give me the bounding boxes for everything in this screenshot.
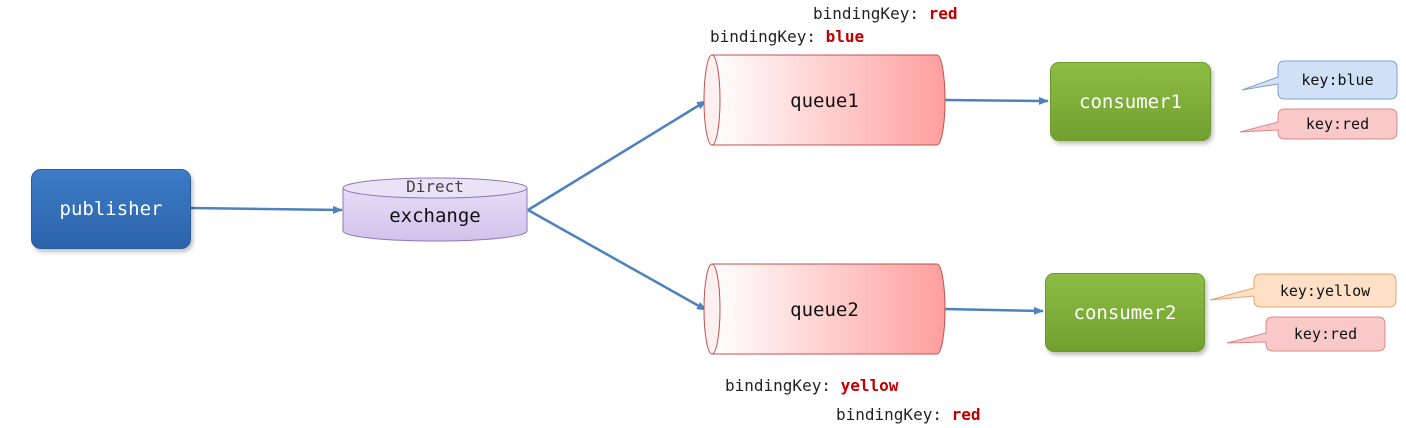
callout-consumer2-yellow (1209, 273, 1397, 308)
consumer1-message-blue: key:blue (1301, 71, 1374, 89)
consumer2-message-yellow: key:yellow (1279, 281, 1371, 300)
queue1-binding-red: bindingKey: red (813, 4, 958, 23)
arrow-queue1-to-consumer1 (943, 96, 1049, 105)
queue1-node (703, 54, 946, 146)
queue2-label: queue2 (790, 299, 859, 321)
consumer1-message-red: key:red (1305, 115, 1370, 133)
binding-key-value: yellow (840, 376, 899, 395)
consumer2-message-red: key:red (1293, 325, 1358, 343)
queue1-label: queue1 (790, 90, 859, 112)
binding-prefix: bindingKey: (725, 376, 831, 395)
consumer2-label: consumer2 (1073, 301, 1177, 324)
publisher-label: publisher (59, 198, 163, 220)
callout-consumer2-red (1226, 316, 1386, 352)
callout-consumer1-red (1239, 108, 1398, 140)
queue1-binding-blue: bindingKey: blue (710, 27, 864, 46)
arrow-exchange-to-queue2 (527, 208, 707, 312)
binding-prefix: bindingKey: (836, 405, 942, 424)
queue2-binding-red: bindingKey: red (836, 405, 981, 424)
binding-key-value: red (951, 405, 981, 424)
queue2-node (703, 263, 946, 355)
exchange-type-label: Direct (406, 176, 464, 196)
consumer1-label: consumer1 (1079, 90, 1182, 113)
queue2-binding-yellow: bindingKey: yellow (725, 376, 898, 395)
callout-consumer1-blue (1241, 60, 1398, 100)
binding-key-value: red (928, 4, 958, 23)
publisher-box: publisher (31, 169, 191, 249)
consumer2-box: consumer2 (1045, 273, 1205, 352)
consumer1-box: consumer1 (1050, 62, 1211, 141)
exchange-node (342, 177, 528, 242)
exchange-label: exchange (389, 205, 481, 227)
arrow-exchange-to-queue1 (527, 99, 707, 212)
arrow-publisher-to-exchange (190, 205, 343, 214)
binding-key-value: blue (825, 27, 865, 46)
arrow-queue2-to-consumer2 (943, 306, 1044, 315)
binding-prefix: bindingKey: (710, 27, 816, 46)
connectors (190, 96, 1049, 315)
binding-prefix: bindingKey: (813, 4, 919, 23)
